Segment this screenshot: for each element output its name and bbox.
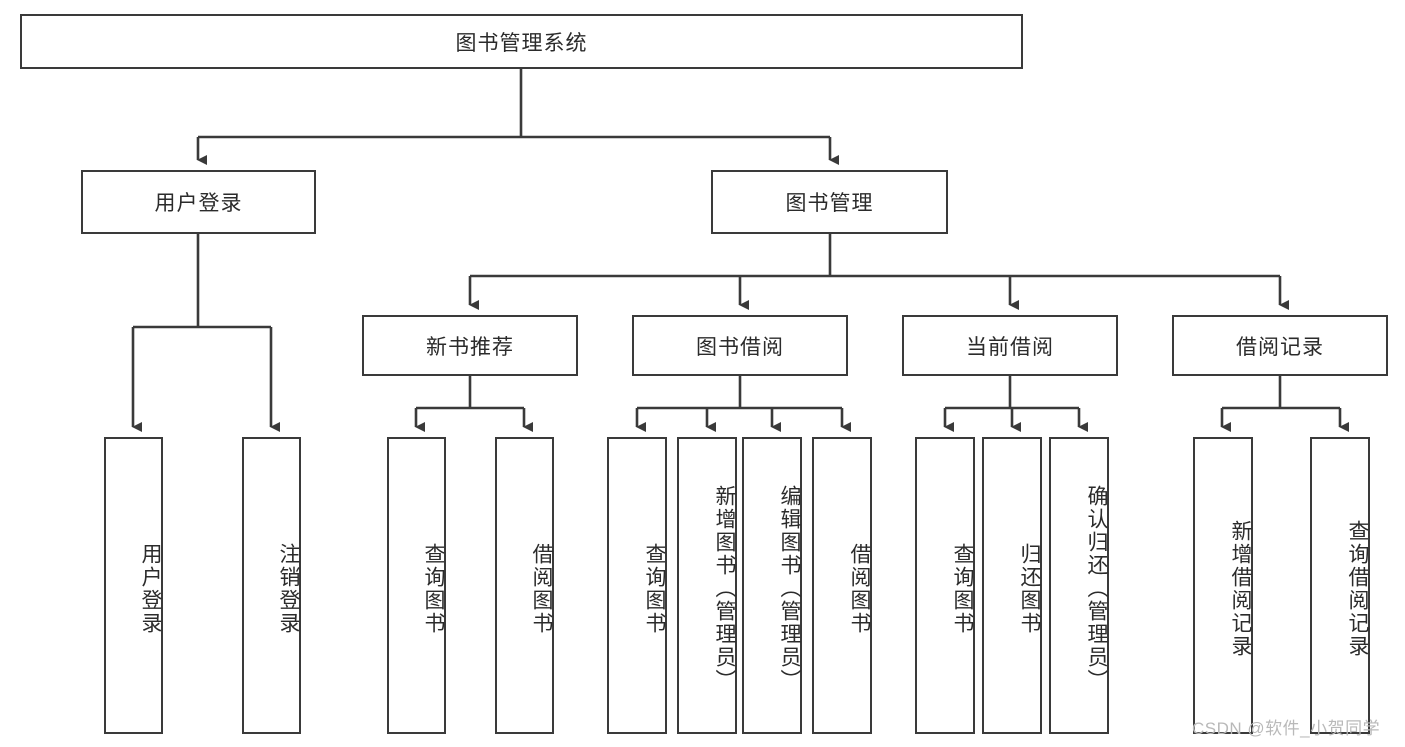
leaf-add-book-admin-label: 新增图书（管理员） <box>713 485 736 692</box>
leaf-logout-label: 注销登录 <box>277 542 300 635</box>
leaf-logout[interactable]: 注销登录 <box>242 437 301 734</box>
node-borrow-records-label: 借阅记录 <box>1236 335 1324 359</box>
leaf-query-book-borrow-label: 查询图书 <box>643 542 666 635</box>
leaf-query-book-recommend[interactable]: 查询图书 <box>387 437 446 734</box>
node-root[interactable]: 图书管理系统 <box>20 14 1023 69</box>
node-current-borrow[interactable]: 当前借阅 <box>902 315 1118 376</box>
leaf-query-borrow-record-label: 查询借阅记录 <box>1346 519 1369 658</box>
leaf-add-borrow-record-label: 新增借阅记录 <box>1229 519 1252 658</box>
leaf-borrow-book[interactable]: 借阅图书 <box>812 437 872 734</box>
leaf-user-login[interactable]: 用户登录 <box>104 437 163 734</box>
node-user-login[interactable]: 用户登录 <box>81 170 316 234</box>
leaf-return-book-label: 归还图书 <box>1018 542 1041 635</box>
node-book-borrow-label: 图书借阅 <box>696 335 784 359</box>
leaf-add-borrow-record[interactable]: 新增借阅记录 <box>1193 437 1253 734</box>
node-book-management-label: 图书管理 <box>785 192 874 215</box>
leaf-query-book-current-label: 查询图书 <box>951 542 974 635</box>
leaf-confirm-return-admin[interactable]: 确认归还（管理员） <box>1049 437 1109 734</box>
leaf-query-book-borrow[interactable]: 查询图书 <box>607 437 667 734</box>
node-borrow-records[interactable]: 借阅记录 <box>1172 315 1388 376</box>
node-user-login-label: 用户登录 <box>154 192 243 215</box>
leaf-query-book-current[interactable]: 查询图书 <box>915 437 975 734</box>
node-new-book-recommend[interactable]: 新书推荐 <box>362 315 578 376</box>
node-book-borrow[interactable]: 图书借阅 <box>632 315 848 376</box>
leaf-query-borrow-record[interactable]: 查询借阅记录 <box>1310 437 1370 734</box>
leaf-borrow-book-label: 借阅图书 <box>848 542 871 635</box>
leaf-edit-book-admin-label: 编辑图书（管理员） <box>778 485 801 692</box>
leaf-query-book-recommend-label: 查询图书 <box>422 542 445 635</box>
node-book-management[interactable]: 图书管理 <box>711 170 948 234</box>
leaf-add-book-admin[interactable]: 新增图书（管理员） <box>677 437 737 734</box>
leaf-borrow-book-recommend[interactable]: 借阅图书 <box>495 437 554 734</box>
node-new-book-recommend-label: 新书推荐 <box>426 335 514 359</box>
leaf-confirm-return-admin-label: 确认归还（管理员） <box>1085 485 1108 692</box>
leaf-borrow-book-recommend-label: 借阅图书 <box>530 542 553 635</box>
leaf-return-book[interactable]: 归还图书 <box>982 437 1042 734</box>
node-current-borrow-label: 当前借阅 <box>966 335 1054 359</box>
leaf-edit-book-admin[interactable]: 编辑图书（管理员） <box>742 437 802 734</box>
node-root-label: 图书管理系统 <box>455 31 588 55</box>
csdn-watermark: CSDN @软件_小贺同学 <box>1192 719 1381 738</box>
leaf-user-login-label: 用户登录 <box>139 542 162 635</box>
